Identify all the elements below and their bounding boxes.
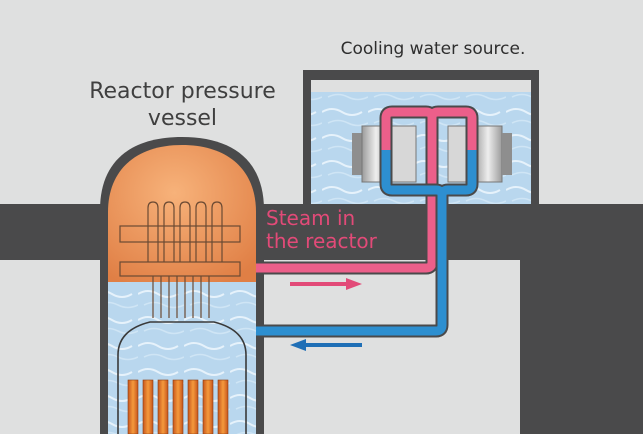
cooling-water-source-label: Cooling water source.	[340, 39, 526, 59]
left-wall	[0, 204, 105, 260]
water-pipe	[256, 150, 477, 336]
steam-flow-arrow	[290, 278, 362, 290]
heat-exchanger-right	[447, 125, 512, 183]
fuel-rods	[127, 379, 229, 434]
right-wall	[520, 204, 643, 434]
steam-label: Steam in the reactor	[266, 207, 377, 253]
reactor-pressure-vessel-label: Reactor pressure vessel	[70, 78, 295, 132]
reactor-pressure-vessel-label-line2: vessel	[147, 106, 218, 131]
steam-label-line1: Steam in	[266, 206, 356, 230]
reactor-pressure-vessel	[100, 137, 264, 434]
steam-dome	[108, 145, 256, 282]
steam-label-line2: the reactor	[266, 229, 377, 253]
water-flow-arrow	[290, 339, 362, 351]
steam-pipe	[256, 107, 477, 273]
steam-separators	[119, 201, 241, 318]
reactor-pressure-vessel-label-line1: Reactor pressure	[89, 79, 276, 104]
core-shroud	[117, 321, 247, 434]
